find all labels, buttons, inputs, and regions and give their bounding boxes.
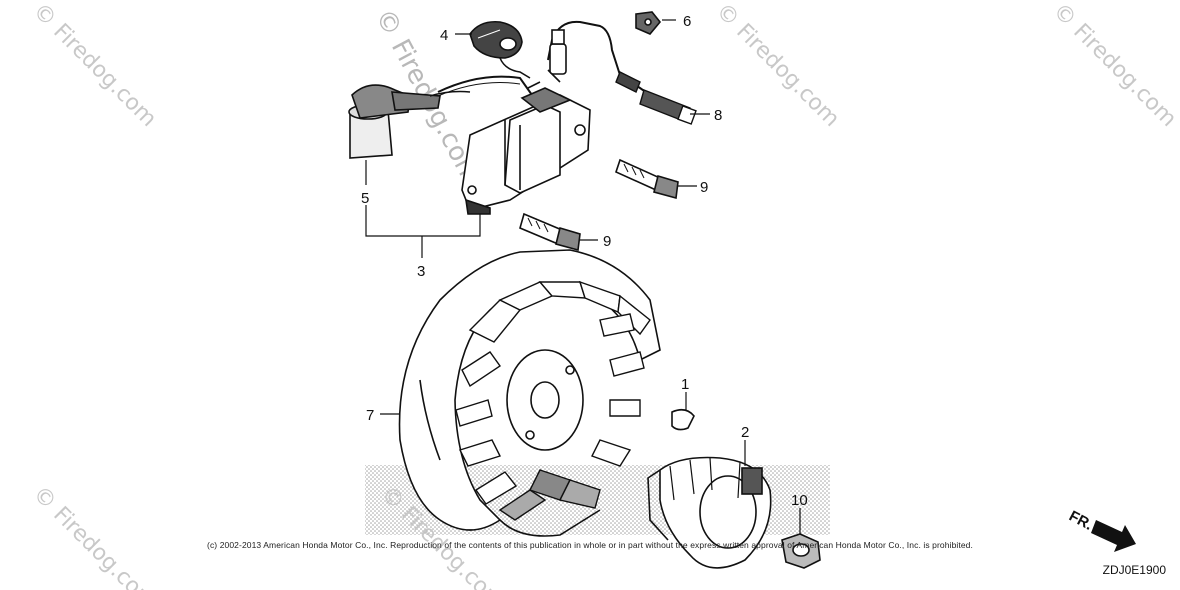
watermark: © Firedog.com [28, 0, 161, 132]
callout-6: 6 [683, 13, 691, 30]
callout-9-lower: 9 [603, 233, 611, 250]
flywheel [398, 249, 661, 537]
bolt-lower [519, 212, 581, 252]
watermark: © Firedog.com [1048, 0, 1180, 132]
callout-3: 3 [417, 263, 425, 280]
ignition-coil [461, 81, 591, 215]
copyright-notice: (c) 2002-2013 American Honda Motor Co., … [207, 540, 973, 550]
spark-plug-cap [348, 84, 471, 159]
watermark: © Firedog.com [28, 482, 161, 590]
woodruff-key [671, 408, 695, 431]
callout-4: 4 [440, 27, 448, 44]
callout-9-upper: 9 [700, 179, 708, 196]
wire-clamp [635, 11, 662, 35]
starter-pulley [647, 456, 772, 569]
callout-2: 2 [741, 424, 749, 441]
callout-7: 7 [366, 407, 374, 424]
callout-5: 5 [361, 190, 369, 207]
callout-1: 1 [681, 376, 689, 393]
callouts: 1 2 3 4 5 6 7 8 9 9 10 [361, 13, 808, 509]
callout-10: 10 [791, 492, 808, 509]
stop-switch [469, 20, 531, 79]
watermark: © Firedog.com [711, 0, 844, 132]
arrow-icon [1091, 520, 1136, 552]
callout-8: 8 [714, 107, 722, 124]
front-label: FR. [1066, 508, 1095, 534]
flywheel-nut [781, 533, 821, 569]
stop-switch-wire [547, 20, 697, 125]
leader-lines [365, 19, 801, 534]
bolt-upper [615, 158, 679, 200]
ignition-wire [437, 75, 533, 96]
diagram-code: ZDJ0E1900 [1102, 563, 1166, 577]
